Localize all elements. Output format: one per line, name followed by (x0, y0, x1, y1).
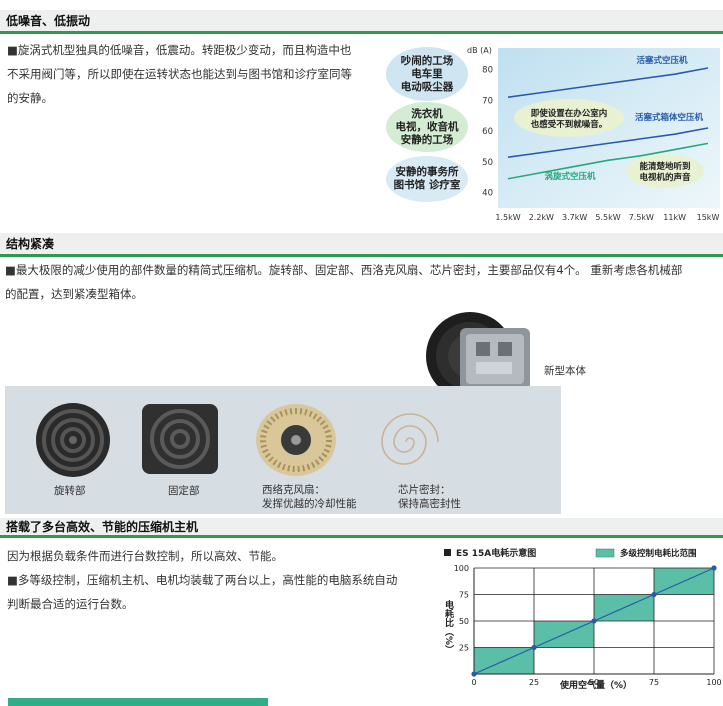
bubble-text: 图书馆 诊疗室 (393, 179, 461, 191)
structure-text-line-1: ■最大极限的减少使用的部件数量的精简式压缩机。旋转部、固定部、西洛克风扇、芯片密… (5, 263, 683, 277)
section-title-noise: 低噪音、低振动 (0, 10, 723, 34)
chart-title: ES 15A电耗示意图 (456, 547, 536, 559)
bubble-text: 电车里 (411, 67, 443, 80)
y-tick-label: 60 (482, 127, 493, 137)
chart-ylabel: dB (A) (467, 46, 492, 55)
x-tick-label: 1.5kW (495, 213, 520, 222)
rotating-part-image (36, 403, 110, 477)
chart-ylabel: 电耗比（%） (443, 599, 455, 654)
multi-text-line-2: ■多等级控制，压缩机主机、电机均装载了两台以上，高性能的电脑系统自动 (7, 573, 398, 587)
bubble-text: 吵闹的工场 (400, 54, 454, 67)
power-chart: ES 15A电耗示意图 多级控制电耗比范围 电耗比（%） 0 25 50 75 100 2… (443, 547, 722, 691)
y-tick-label: 80 (482, 66, 493, 76)
noise-level-bubble-quiet: 安静的事务所 图书馆 诊疗室 (386, 156, 468, 202)
data-point (711, 565, 717, 571)
fixed-part-image (142, 404, 218, 474)
annotation-text: 即使设置在办公室内 (531, 108, 608, 119)
noise-level-bubble-medium: 洗衣机 电视，收音机 安静的工场 (386, 102, 468, 152)
multi-text-line-3: 判断最合适的运行台数。 (7, 597, 134, 611)
y-tick-label: 50 (459, 617, 469, 626)
legend-swatch (595, 548, 615, 558)
annotation-text: 也感受不到就噪音。 (531, 119, 608, 130)
x-tick-label: 2.2kW (529, 213, 554, 222)
series-label: 涡旋式空压机 (544, 171, 596, 182)
noise-text-line-3: 的安静。 (7, 91, 53, 105)
bubble-text: 安静的工场 (400, 133, 454, 146)
annotation-bubble (514, 99, 624, 137)
y-tick-label: 75 (459, 591, 469, 600)
x-tick-label: 11kW (663, 213, 686, 222)
section-title-multi: 搭载了多台高效、节能的压缩机主机 (0, 518, 723, 538)
noise-chart: dB (A) 40 50 60 70 80 1.5kW 2.2kW 3.7kW 5.5kW 7.… (467, 46, 720, 222)
data-point (651, 591, 657, 598)
bubble-text: 电动吸尘器 (400, 80, 454, 93)
part-label-line: 保持高密封性 (398, 498, 461, 510)
x-tick-label: 75 (649, 678, 659, 687)
y-tick-label: 40 (482, 189, 493, 199)
compressor-body-label: 新型本体 (544, 365, 586, 377)
series-line (507, 142, 709, 180)
data-point (531, 644, 537, 651)
tip-seal-label: 芯片密封： 保持高密封性 (398, 483, 461, 511)
annotation-text: 电视机的声音 (639, 172, 691, 183)
data-point (591, 618, 597, 624)
chart-xlabel: 使用空气量（%） (559, 679, 632, 691)
tip-seal-image (381, 413, 439, 465)
bubble-text: 电视，收音机 (395, 120, 459, 133)
y-tick-label: 25 (459, 644, 469, 653)
data-point (471, 671, 477, 677)
x-tick-label: 25 (529, 678, 539, 687)
series-label: 活塞式箱体空压机 (635, 112, 704, 123)
y-tick-label: 50 (482, 158, 493, 168)
x-tick-label: 5.5kW (595, 213, 620, 222)
series-label: 活塞式空压机 (636, 55, 688, 66)
x-tick-label: 0 (471, 678, 476, 687)
x-tick-label: 100 (706, 678, 721, 687)
rotating-part-label: 旋转部 (54, 485, 86, 497)
sirocco-fan-image (256, 404, 336, 476)
part-label-line: 发挥优越的冷却性能 (262, 498, 357, 510)
sirocco-fan-label: 西络克风扇： 发挥优越的冷却性能 (262, 483, 357, 511)
x-tick-label: 15kW (697, 213, 720, 222)
bottom-accent-bar (8, 698, 268, 706)
noise-level-bubble-loud: 吵闹的工场 电车里 电动吸尘器 (386, 47, 468, 101)
y-tick-label: 70 (482, 96, 493, 106)
series-line (507, 67, 709, 99)
series-line (507, 127, 709, 159)
y-tick-label: 100 (454, 564, 469, 573)
structure-text-line-2: 的配置，达到紧凑型箱体。 (5, 287, 143, 301)
bubble-text: 洗衣机 (411, 107, 443, 120)
section-title-structure: 结构紧凑 (0, 233, 723, 257)
x-tick-label: 3.7kW (562, 213, 587, 222)
part-label-line: 西络克风扇： (262, 484, 325, 496)
noise-text-line-2: 不采用阀门等，所以即使在运转状态也能达到与图书馆和诊疗室同等 (7, 67, 352, 81)
title-marker (444, 549, 451, 556)
x-tick-label: 7.5kW (629, 213, 654, 222)
annotation-text: 能清楚地听到 (639, 161, 690, 172)
legend-label: 多级控制电耗比范围 (620, 548, 697, 559)
part-label-line: 芯片密封： (398, 484, 451, 496)
bubble-text: 安静的事务所 (395, 166, 459, 178)
multi-text-line-1: 因为根据负载条件而进行台数控制，所以高效、节能。 (7, 549, 283, 563)
fixed-part-label: 固定部 (168, 485, 200, 497)
annotation-bubble (626, 154, 704, 188)
x-tick-label: 50 (589, 678, 599, 687)
noise-text-line-1: ■旋涡式机型独具的低噪音，低震动。转距极少变动，而且构造中也 (7, 43, 352, 57)
